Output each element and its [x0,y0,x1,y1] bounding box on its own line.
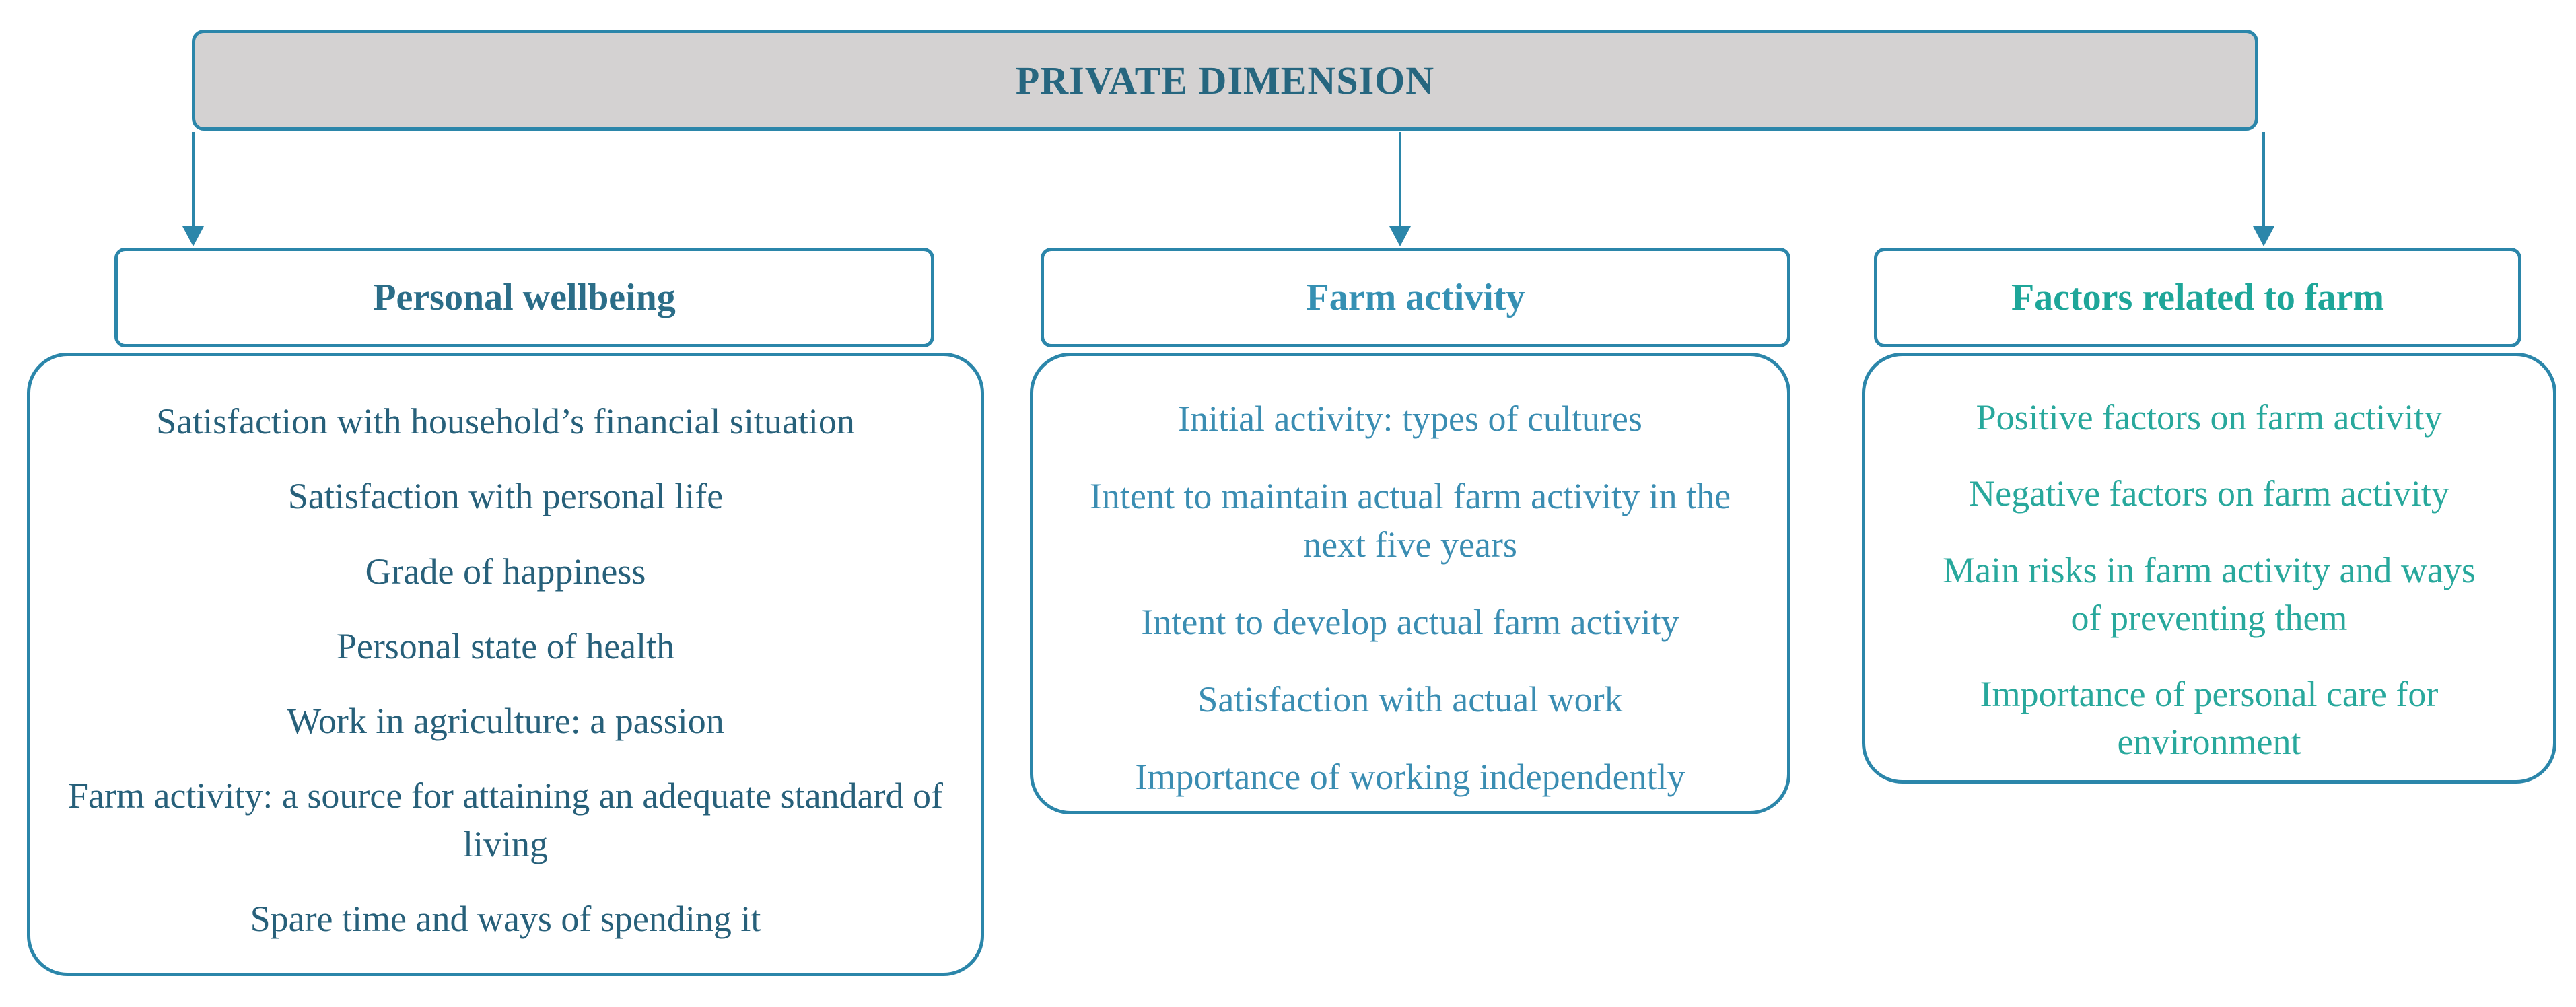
arrow-head-icon [2253,226,2274,246]
arrow-head-icon [182,226,204,246]
header-box-personal-wellbeing: Personal wellbeing [114,248,934,347]
header-label: Factors related to farm [2011,277,2385,318]
list-item: Intent to maintain actual farm activity … [1089,476,1731,565]
content-box-farm-activity: Initial activity: types of cultures Inte… [1030,353,1790,814]
list-item: Negative factors on farm activity [1969,473,2449,514]
list-item: Satisfaction with household’s financial … [156,401,855,442]
content-box-personal-wellbeing: Satisfaction with household’s financial … [27,353,984,976]
list-item: Satisfaction with personal life [287,476,724,517]
title-box: PRIVATE DIMENSION [192,30,2258,131]
content-box-factors-related-to-farm: Positive factors on farm activity Negati… [1862,353,2556,784]
list-item: Intent to develop actual farm activity [1141,601,1679,642]
list-item: Satisfaction with actual work [1197,679,1623,720]
arrow-shaft [1399,132,1401,228]
list-item: Positive factors on farm activity [1976,397,2443,438]
list-item: Work in agriculture: a passion [287,701,724,742]
list-item: Farm activity: a source for attaining an… [68,775,944,864]
header-label: Personal wellbeing [373,277,676,318]
list-item: Importance of personal care for environm… [1980,674,2439,763]
list-item: Importance of working independently [1135,757,1685,798]
header-label: Farm activity [1306,277,1525,318]
list-item: Grade of happiness [365,551,646,592]
list-item: Initial activity: types of cultures [1178,398,1642,439]
arrow-shaft [192,132,195,228]
header-box-farm-activity: Farm activity [1041,248,1790,347]
header-box-factors-related-to-farm: Factors related to farm [1874,248,2521,347]
list-item: Spare time and ways of spending it [250,898,761,939]
list-item: Personal state of health [336,625,675,666]
arrow-shaft [2262,132,2265,228]
arrow-head-icon [1389,226,1411,246]
title-label: PRIVATE DIMENSION [1015,58,1435,102]
list-item: Main risks in farm activity and ways of … [1943,549,2476,638]
